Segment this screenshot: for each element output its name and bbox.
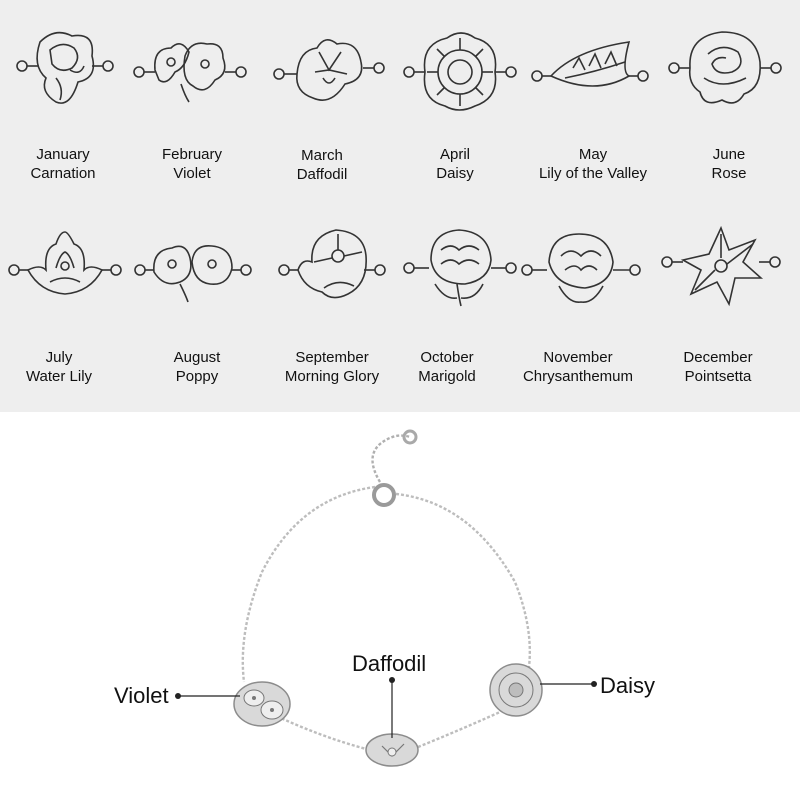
month-name: October bbox=[420, 349, 474, 366]
month-name: June bbox=[712, 146, 746, 163]
flower-label-april: April Daisy bbox=[380, 145, 530, 183]
month-name: August bbox=[173, 349, 221, 366]
flower-label-august: August Poppy bbox=[122, 348, 272, 386]
month-name: February bbox=[161, 146, 223, 163]
month-name: September bbox=[295, 349, 369, 366]
marigold-icon bbox=[403, 229, 517, 307]
flower-name: Daffodil bbox=[296, 166, 348, 183]
callout-label-daffodil: Daffodil bbox=[352, 651, 427, 676]
flower-label-january: January Carnation bbox=[0, 145, 138, 183]
month-name: March bbox=[301, 147, 343, 164]
flower-name: Morning Glory bbox=[284, 368, 380, 385]
flower-label-december: December Pointsetta bbox=[643, 348, 793, 386]
flower-label-june: June Rose bbox=[654, 145, 800, 183]
flower-name: Lily of the Valley bbox=[538, 165, 648, 182]
callout-pointer-violet bbox=[175, 693, 240, 699]
callout-label-violet: Violet bbox=[114, 683, 169, 708]
water-lily-icon bbox=[8, 231, 122, 295]
flower-label-july: July Water Lily bbox=[0, 348, 134, 386]
morning-glory-icon bbox=[278, 229, 386, 299]
flower-name: Carnation bbox=[30, 165, 96, 182]
rose-icon bbox=[668, 31, 782, 104]
flower-name: Violet bbox=[173, 165, 211, 182]
poinsettia-icon bbox=[661, 225, 781, 307]
callout-pointer-daisy bbox=[540, 681, 597, 687]
extension-tag bbox=[402, 429, 418, 445]
flower-name: Marigold bbox=[418, 368, 476, 385]
month-name: May bbox=[578, 146, 608, 163]
daisy-icon bbox=[403, 32, 517, 111]
carnation-icon bbox=[16, 31, 114, 104]
month-name: November bbox=[543, 349, 613, 366]
violet-charm bbox=[233, 681, 291, 727]
callout-pointer-daffodil bbox=[389, 677, 395, 738]
flower-label-october: October Marigold bbox=[372, 348, 522, 386]
poppy-icon bbox=[134, 245, 252, 303]
spring-ring-clasp bbox=[372, 483, 396, 507]
daisy-charm bbox=[489, 663, 543, 717]
chrysanthemum-icon bbox=[521, 233, 641, 303]
bracelet-photo bbox=[175, 429, 597, 767]
flower-name: Rose bbox=[711, 165, 747, 182]
lily-of-the-valley-icon bbox=[531, 41, 649, 87]
flower-name: Poppy bbox=[175, 368, 219, 385]
flower-name: Chrysanthemum bbox=[522, 368, 634, 385]
flower-name: Daisy bbox=[436, 165, 474, 182]
daffodil-icon bbox=[273, 39, 385, 101]
month-name: January bbox=[36, 146, 90, 163]
flower-label-november: November Chrysanthemum bbox=[503, 348, 653, 386]
flower-name: Pointsetta bbox=[684, 368, 752, 385]
extension-chain bbox=[371, 434, 411, 483]
flower-label-september: September Morning Glory bbox=[257, 348, 407, 386]
flower-name: Water Lily bbox=[25, 368, 93, 385]
flower-label-march: March Daffodil bbox=[247, 146, 397, 184]
month-name: December bbox=[683, 349, 753, 366]
daffodil-charm bbox=[365, 733, 419, 767]
violet-icon bbox=[133, 42, 247, 103]
birth-flower-chart: January Carnation February Violet March … bbox=[0, 0, 800, 412]
flower-label-february: February Violet bbox=[117, 145, 267, 183]
month-name: April bbox=[439, 146, 470, 163]
flower-label-may: May Lily of the Valley bbox=[518, 145, 668, 183]
callout-label-daisy: Daisy bbox=[600, 673, 656, 698]
month-name: July bbox=[45, 349, 73, 366]
